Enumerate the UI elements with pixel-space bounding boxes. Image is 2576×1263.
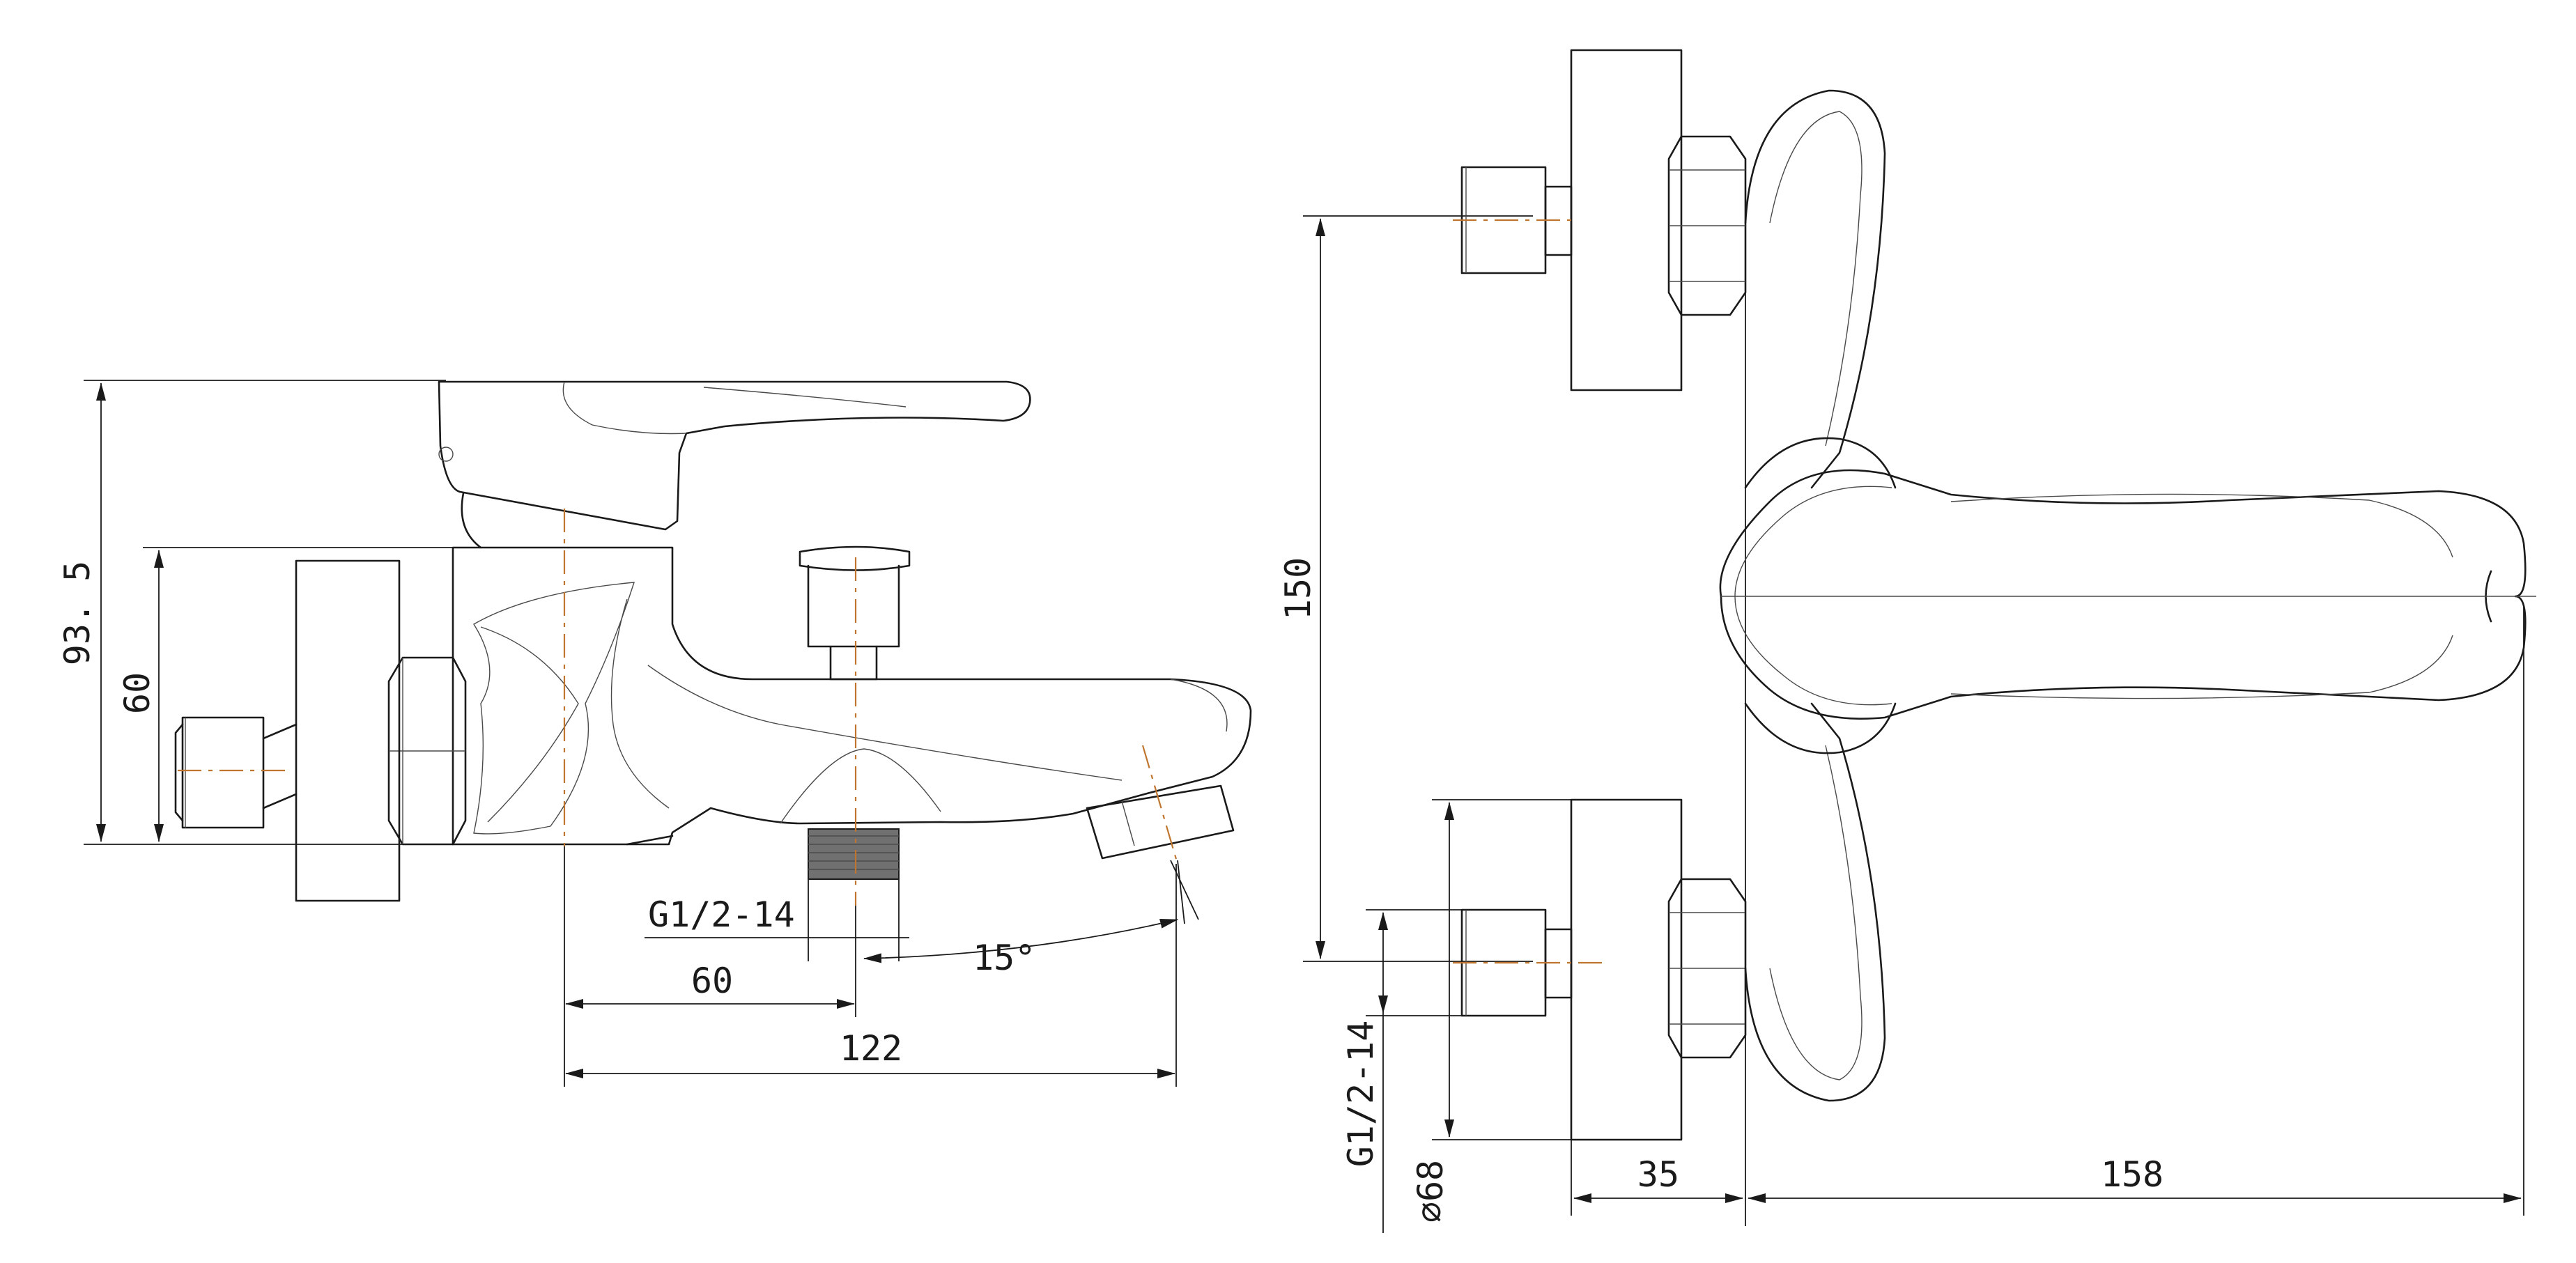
dim-thread-front: G1/2-14 [1341,909,1462,1233]
dim-spout-offset-label: 60 [691,961,733,1001]
dim-angle-label: 15° [973,938,1035,978]
eccentric-connector-side [174,716,298,829]
diverter-knob [799,545,911,681]
dim-handle-length: 158 [1748,606,2524,1216]
dim-thread-front-label: G1/2-14 [1341,1021,1381,1168]
hex-nut-side [387,656,467,846]
dim-height-inlet-label: 60 [117,672,157,714]
dim-spout-length-label: 122 [840,1028,902,1069]
dim-spout-length: 122 [565,864,1177,1087]
dim-angle: 15° [863,860,1199,978]
hex-nut-top [1667,135,1747,316]
dim-thread-side: G1/2-14 [645,879,909,961]
dim-flange-diameter-label: ∅68 [1410,1160,1451,1223]
dim-flange-diameter: ∅68 [1410,799,1571,1223]
dim-handle-length-label: 158 [2101,1154,2164,1195]
cartridge-body [1744,437,1897,754]
front-view: 150 [1278,49,2536,1233]
dim-flange-depth: 35 [1571,1140,1743,1216]
hex-nut-bottom [1667,878,1747,1059]
wall-flange-bottom [1570,798,1683,1141]
dim-height-total: 93. 5 [57,380,446,845]
dim-inlet-spacing-label: 150 [1278,557,1318,620]
dim-spout-offset: 60 [564,846,856,1087]
thread-connector [808,828,900,880]
side-view: 93. 5 60 [57,380,1252,1087]
handle-lever [438,380,1031,549]
wall-flange-side [295,559,401,902]
aerator-outlet [1086,784,1235,860]
dim-thread-side-label: G1/2-14 [648,894,795,935]
valve-body [452,546,1252,846]
dim-height-total-label: 93. 5 [57,561,98,666]
body-arms [1744,89,1886,1102]
handle-top [1719,469,2536,720]
dim-inlet-spacing: 150 [1278,215,1533,962]
dim-flange-depth-label: 35 [1637,1154,1679,1195]
wall-flange-top [1570,49,1683,392]
centerlines-side [178,509,1179,906]
dim-height-inlet: 60 [117,547,453,842]
centerlines-front [1453,219,2524,964]
